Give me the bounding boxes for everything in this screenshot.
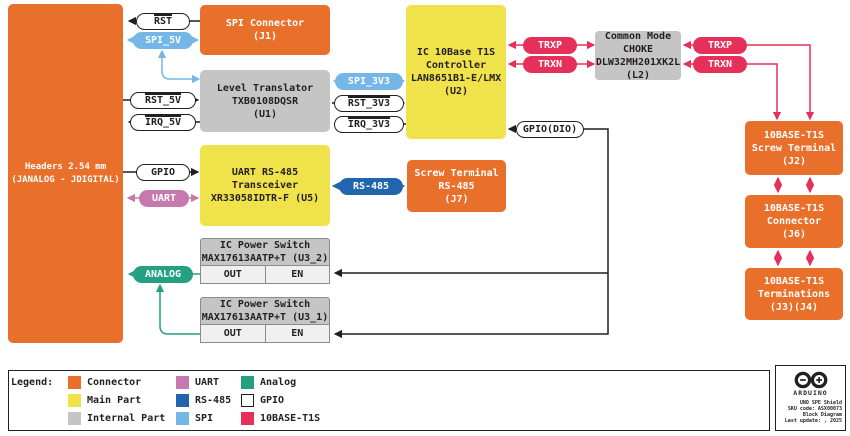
signal-pill-gpio-dio: GPIO(DIO) [516, 120, 584, 138]
signal-pill-trxp-right: TRXP [693, 36, 747, 54]
signal-pill-trxp-left: TRXP [523, 36, 577, 54]
legend-item-internal-part: Internal Part [68, 412, 165, 425]
legend-swatch-main-part [68, 394, 81, 407]
legend-swatch-rs485 [176, 394, 189, 407]
power-switch-u3-1-title: IC Power Switch MAX17613AATP+T (U3_1) [200, 297, 330, 325]
arduino-stamp-box: ARDUINO UNO SPE Shield SKU code: ASX0007… [775, 365, 846, 431]
arduino-brand-text: ARDUINO [793, 389, 828, 397]
power-switch-u3-1: IC Power Switch MAX17613AATP+T (U3_1) OU… [200, 297, 330, 343]
legend-title: Legend: [11, 377, 54, 388]
legend-swatch-uart [176, 376, 189, 389]
signal-pill-irq-5v: IRQ_5V [130, 113, 196, 131]
t1s-controller-block: IC 10Base T1S Controller LAN8651B1-E/LMX… [406, 5, 506, 139]
legend-item-analog: Analog [241, 376, 296, 389]
signal-pill-analog: ANALOG [133, 265, 193, 283]
legend-item-main-part: Main Part [68, 394, 141, 407]
stamp-line-sku: SKU code: ASX00073 [787, 406, 842, 412]
arduino-logo-icon [794, 371, 827, 389]
legend-item-rs485: RS-485 [176, 394, 231, 407]
t1s-terminations-block: 10BASE-T1S Terminations (J3)(J4) [745, 268, 843, 320]
legend-swatch-analog [241, 376, 254, 389]
legend-item-connector: Connector [68, 376, 141, 389]
power-switch-u3-1-out: OUT [200, 325, 266, 343]
legend-item-spi: SPI [176, 412, 213, 425]
t1s-connector-block: 10BASE-T1S Connector (J6) [745, 195, 843, 248]
stamp-line-last-update: Last update: , 2025 [784, 418, 842, 424]
power-switch-u3-2-out: OUT [200, 266, 266, 284]
t1s-screw-terminal-block: 10BASE-T1S Screw Terminal (J2) [745, 121, 843, 175]
signal-pill-rst: RST [136, 12, 190, 30]
stamp-line-doc-type: Block Diagram [802, 412, 842, 418]
power-switch-u3-2-title: IC Power Switch MAX17613AATP+T (U3_2) [200, 238, 330, 266]
signal-pill-spi-5v: SPI_5V [133, 31, 193, 49]
signal-pill-trxn-left: TRXN [523, 55, 577, 73]
signal-pill-rst-5v: RST_5V [130, 91, 196, 109]
legend-item-10base-t1s: 10BASE-T1S [241, 412, 320, 425]
legend-item-uart: UART [176, 376, 219, 389]
legend-swatch-10base-t1s [241, 412, 254, 425]
legend-swatch-gpio [241, 394, 254, 407]
stamp-line-product: UNO SPE Shield [799, 400, 842, 406]
power-switch-u3-1-en: EN [265, 325, 330, 343]
wire-spi-5v-branch [157, 49, 201, 84]
signal-pill-gpio: GPIO [136, 163, 190, 181]
headers-block: Headers 2.54 mm (JANALOG - JDIGITAL) [8, 4, 123, 343]
signal-pill-trxn-right: TRXN [693, 55, 747, 73]
legend-swatch-internal-part [68, 412, 81, 425]
signal-pill-uart: UART [139, 189, 189, 207]
signal-pill-rs485: RS-485 [339, 177, 403, 195]
signal-pill-spi-3v3: SPI_3V3 [335, 72, 403, 90]
power-switch-u3-2-en: EN [265, 266, 330, 284]
common-mode-choke-block: Common Mode CHOKE DLW32MH201XK2L (L2) [595, 30, 681, 81]
spi-connector-block: SPI Connector (J1) [200, 5, 330, 55]
rs485-screw-terminal-block: Screw Terminal RS-485 (J7) [407, 160, 506, 212]
legend-item-gpio: GPIO [241, 394, 284, 407]
legend-swatch-connector [68, 376, 81, 389]
wire-analog-branch [155, 283, 202, 335]
legend-swatch-spi [176, 412, 189, 425]
signal-pill-irq-3v3: IRQ_3V3 [334, 115, 404, 133]
uart-transceiver-block: UART RS-485 Transceiver XR33058IDTR-F (U… [200, 145, 330, 226]
power-switch-u3-2: IC Power Switch MAX17613AATP+T (U3_2) OU… [200, 238, 330, 284]
level-translator-block: Level Translator TXB0108DQSR (U1) [200, 70, 330, 132]
signal-pill-rst-3v3: RST_3V3 [334, 94, 404, 112]
legend-box [8, 370, 770, 431]
arduino-stamp-lines: UNO SPE Shield SKU code: ASX00073 Block … [776, 400, 845, 424]
